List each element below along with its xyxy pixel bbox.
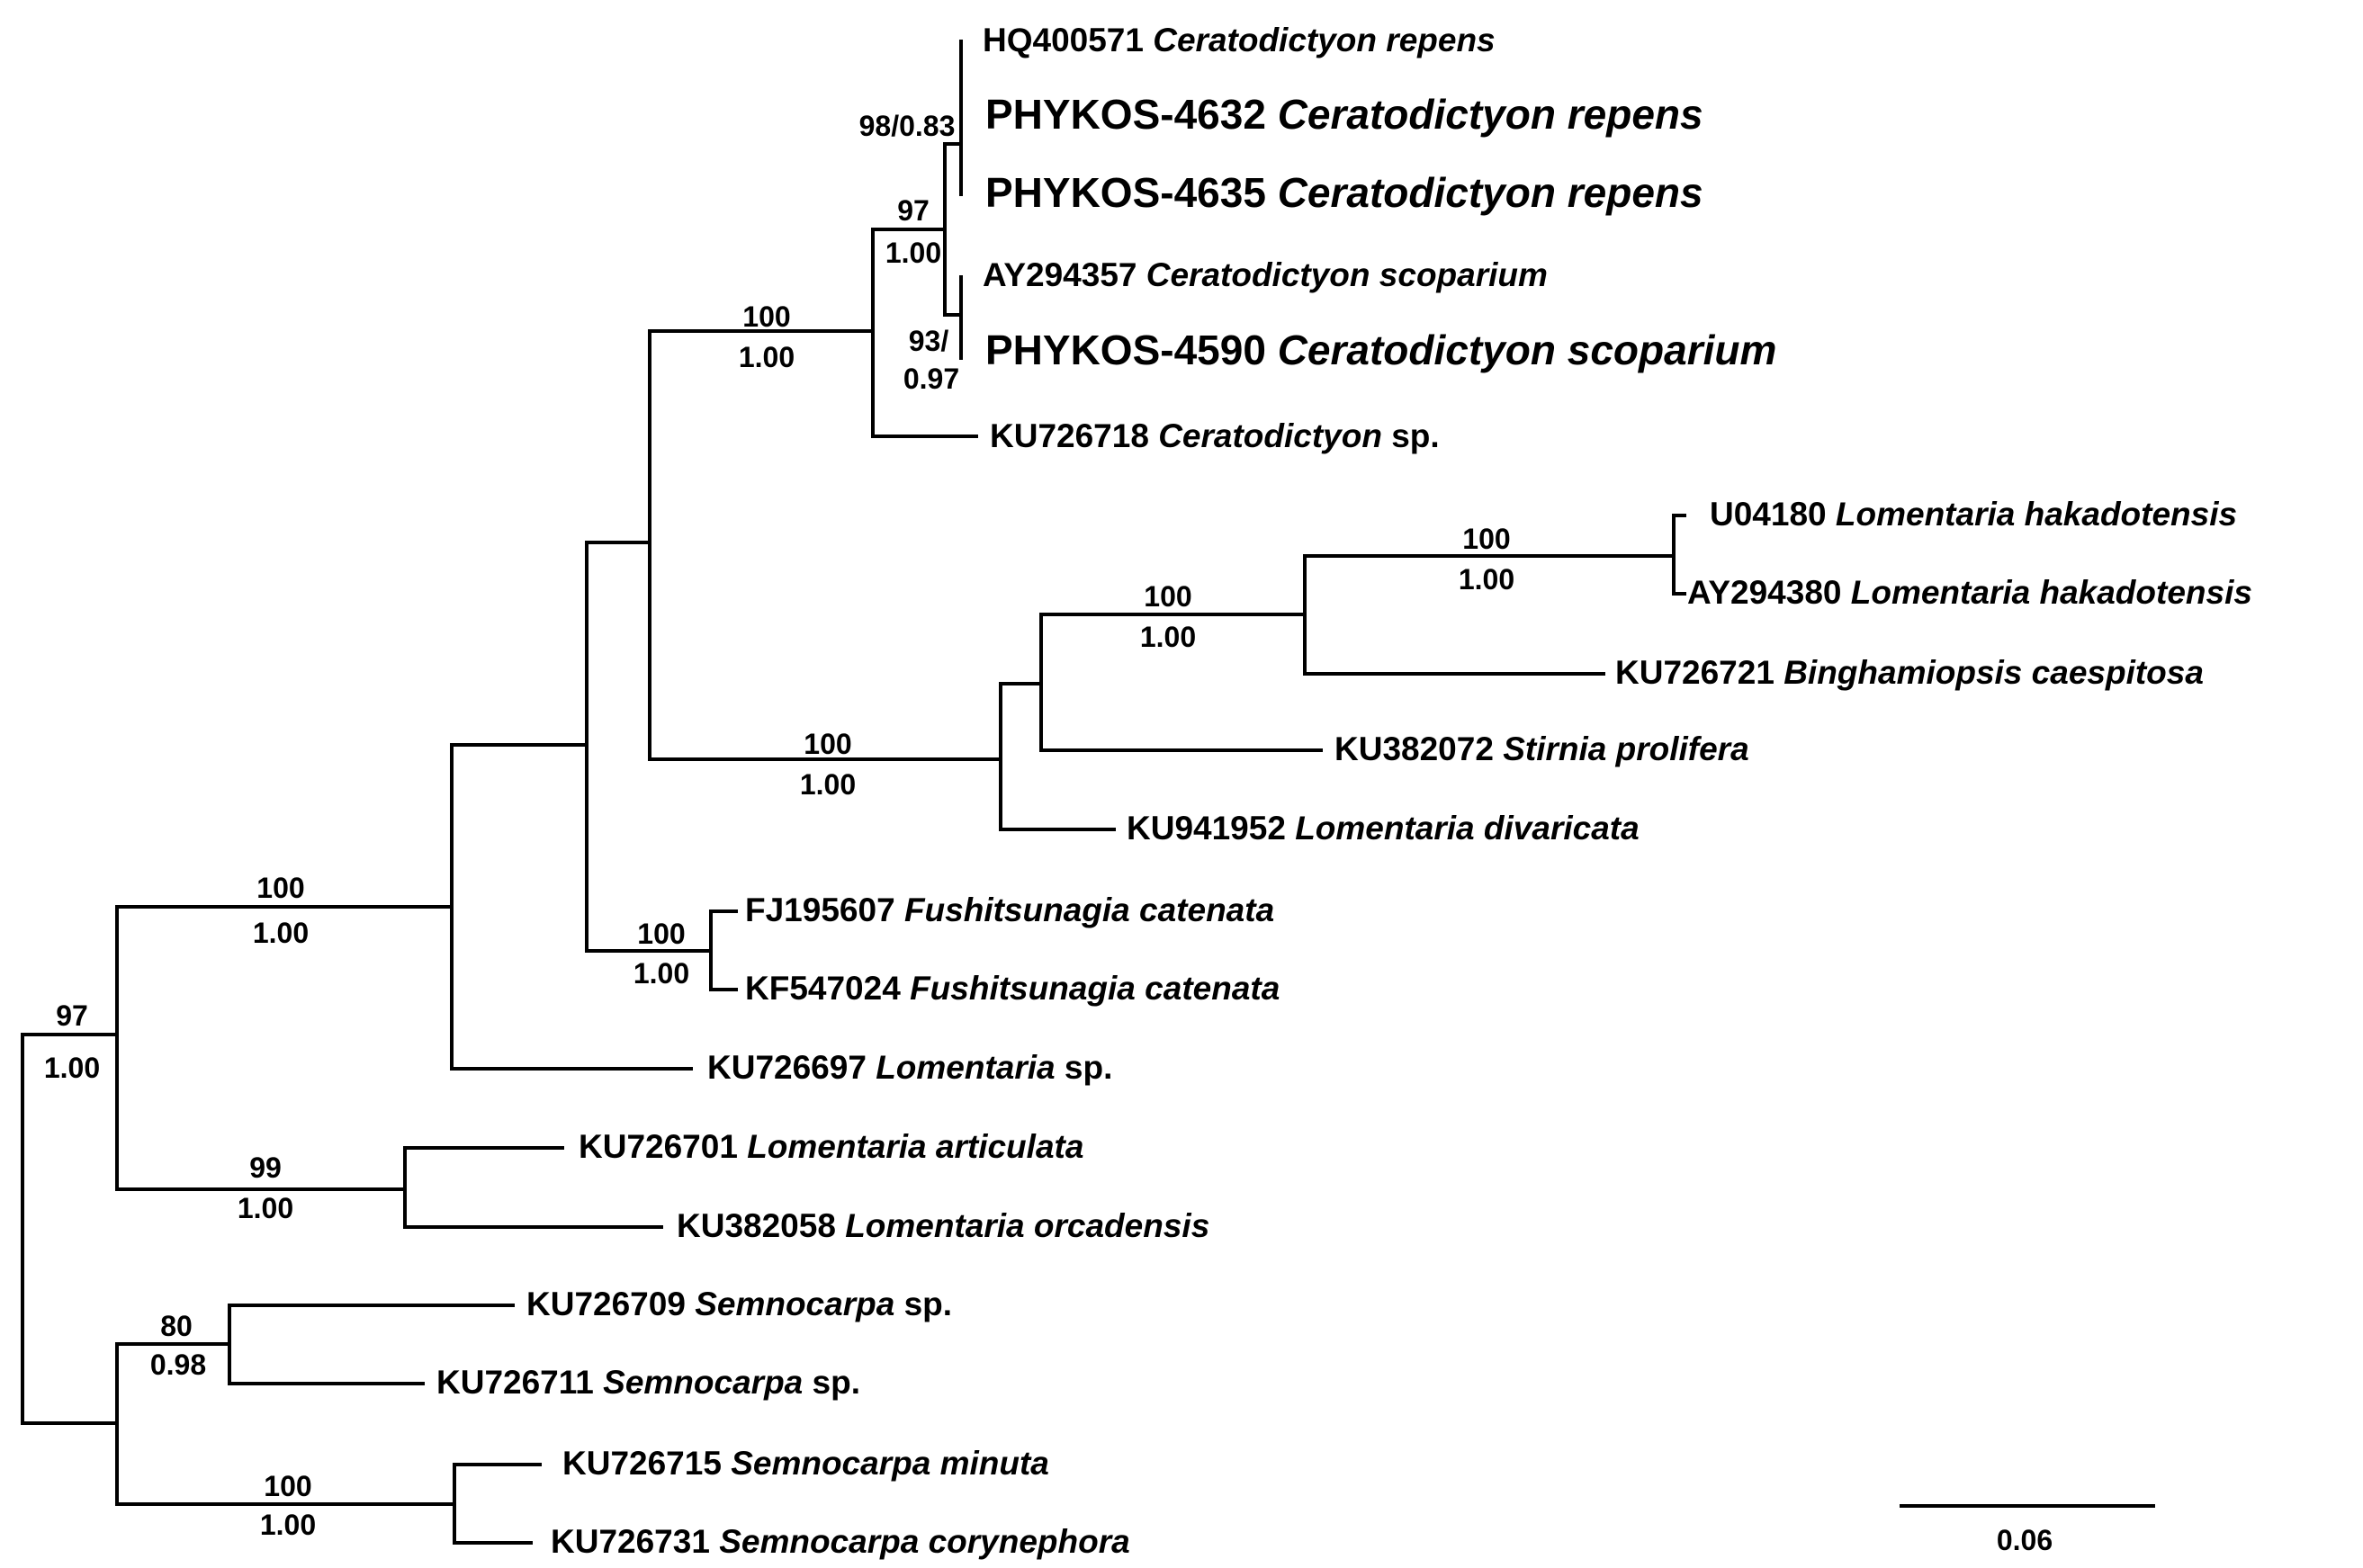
support-top: 100 xyxy=(1144,580,1191,613)
tip-label: KU726718 Ceratodictyon sp. xyxy=(990,417,1440,454)
tip-labels: HQ400571 Ceratodictyon repens PHYKOS-463… xyxy=(436,22,2252,1560)
tip-label: U04180 Lomentaria hakadotensis xyxy=(1710,496,2237,533)
tip-label: FJ195607 Fushitsunagia catenata xyxy=(745,892,1274,928)
support-bottom: 1.00 xyxy=(44,1052,100,1084)
tip-label: KU726709 Semnocarpa sp. xyxy=(526,1286,952,1322)
tip-label: PHYKOS-4632 Ceratodictyon repens xyxy=(985,91,1703,138)
tip-label: KU726711 Semnocarpa sp. xyxy=(436,1364,860,1401)
support-bottom: 1.00 xyxy=(1459,563,1514,596)
support-bottom: 1.00 xyxy=(1140,621,1196,653)
tip-label: KU382072 Stirnia prolifera xyxy=(1334,730,1749,767)
support-top: 100 xyxy=(637,918,685,950)
support-top: 100 xyxy=(804,728,851,760)
support-bottom: 1.00 xyxy=(739,341,795,373)
tip-label: KU941952 Lomentaria divaricata xyxy=(1127,810,1640,847)
scale-bar-label: 0.06 xyxy=(1997,1524,2053,1556)
tree-branches xyxy=(21,40,2155,1545)
support-bottom: 1.00 xyxy=(238,1192,293,1224)
support-top: 97 xyxy=(897,194,930,227)
tip-label: KU726715 Semnocarpa minuta xyxy=(562,1445,1049,1482)
tip-label: PHYKOS-4635 Ceratodictyon repens xyxy=(985,169,1703,216)
tip-label: KF547024 Fushitsunagia catenata xyxy=(745,970,1280,1007)
support-values: 97 1.00 100 1.00 100 1.00 97 1.00 98/0.8… xyxy=(44,110,1514,1541)
support-top: 97 xyxy=(56,999,88,1032)
support-top: 100 xyxy=(1462,523,1510,555)
support-top: 100 xyxy=(264,1470,311,1502)
tip-label: AY294380 Lomentaria hakadotensis xyxy=(1687,574,2252,611)
support-top: 93/ xyxy=(909,325,949,357)
tip-label: KU382058 Lomentaria orcadensis xyxy=(677,1207,1209,1244)
support-bottom: 0.98 xyxy=(150,1348,206,1381)
tip-label: AY294357 Ceratodictyon scoparium xyxy=(983,256,1548,293)
support-bottom: 0.97 xyxy=(903,363,959,395)
support-bottom: 1.00 xyxy=(253,917,309,949)
support-bottom: 1.00 xyxy=(260,1509,316,1541)
support-top: 99 xyxy=(249,1151,282,1184)
tip-label: PHYKOS-4590 Ceratodictyon scoparium xyxy=(985,327,1776,373)
tip-label: KU726731 Semnocarpa corynephora xyxy=(551,1523,1130,1560)
support-bottom: 1.00 xyxy=(800,768,856,801)
support-top: 100 xyxy=(742,300,790,333)
support-bottom: 1.00 xyxy=(885,237,941,269)
support-top: 100 xyxy=(256,872,304,904)
tip-label: KU726721 Binghamiopsis caespitosa xyxy=(1615,654,2204,691)
support-top: 98/0.83 xyxy=(859,110,956,142)
tip-label: KU726697 Lomentaria sp. xyxy=(707,1049,1112,1086)
support-top: 80 xyxy=(160,1310,193,1342)
support-bottom: 1.00 xyxy=(633,957,689,990)
tip-label: KU726701 Lomentaria articulata xyxy=(579,1128,1083,1165)
tip-label: HQ400571 Ceratodictyon repens xyxy=(983,22,1496,58)
